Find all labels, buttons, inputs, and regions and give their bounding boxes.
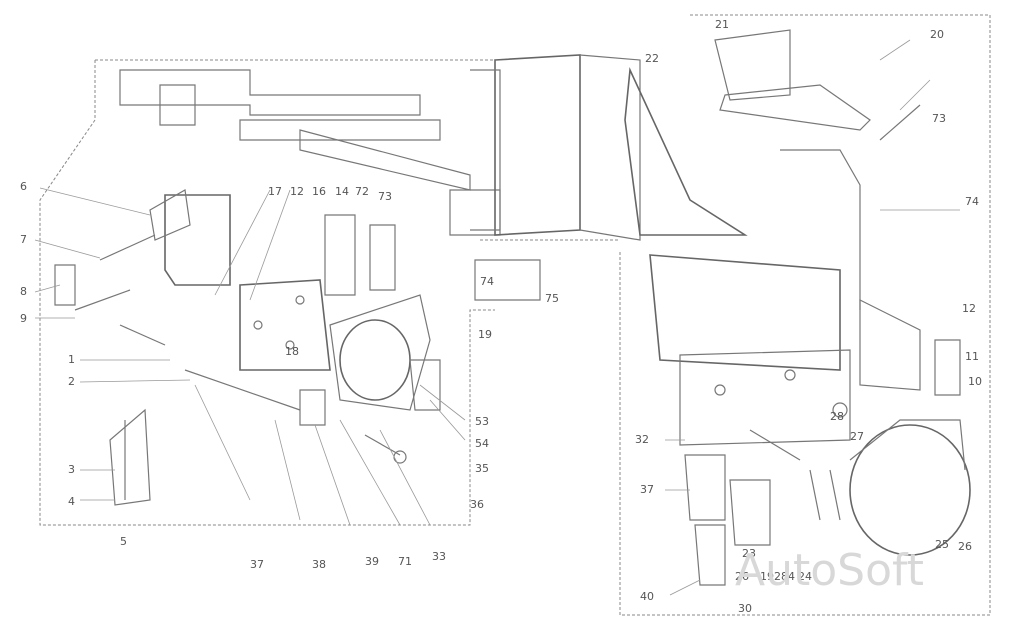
label: 72 xyxy=(355,185,369,198)
label: 25 xyxy=(935,538,949,551)
label: 3 xyxy=(68,463,75,476)
label: 14 xyxy=(335,185,349,198)
label: 19 xyxy=(478,328,492,341)
label: 33 xyxy=(432,550,446,563)
label: 32 xyxy=(635,433,649,446)
label: 73 xyxy=(932,112,946,125)
label: 36 xyxy=(470,498,484,511)
label: 53 xyxy=(475,415,489,428)
leader-lines xyxy=(34,39,960,596)
label: 26 xyxy=(735,570,749,583)
label: 22 xyxy=(645,52,659,65)
label: 75 xyxy=(545,292,559,305)
label: 54 xyxy=(475,437,489,450)
label: 37 xyxy=(250,558,264,571)
label: 73 xyxy=(378,190,392,203)
label: 74 xyxy=(480,275,494,288)
label: 40 xyxy=(640,590,654,603)
label: 11 xyxy=(965,350,979,363)
label: 10 xyxy=(968,375,982,388)
label: 4 xyxy=(68,495,75,508)
label: 2 xyxy=(68,375,75,388)
label: 1 xyxy=(68,353,75,366)
label: 35 xyxy=(475,462,489,475)
label: 37 xyxy=(640,483,654,496)
part-labels: 6 7 8 9 1 2 3 4 5 17 12 16 14 72 73 74 7… xyxy=(20,18,982,615)
label: 71 xyxy=(398,555,412,568)
label: 20 xyxy=(930,28,944,41)
left-assembly xyxy=(39,59,541,526)
label: 9 xyxy=(20,312,27,325)
label: 24 xyxy=(798,570,812,583)
label: 6 xyxy=(20,180,27,193)
watermark-text: AutoSoft xyxy=(735,545,924,596)
label: 16 xyxy=(312,185,326,198)
label: 12 xyxy=(290,185,304,198)
label: 5 xyxy=(120,535,127,548)
label: 12 xyxy=(962,302,976,315)
label: 17 xyxy=(268,185,282,198)
label: 18 xyxy=(285,345,299,358)
label: 26 xyxy=(958,540,972,553)
label: 27 xyxy=(850,430,864,443)
catalog-code: 19284 xyxy=(760,570,795,583)
label: 28 xyxy=(830,410,844,423)
right-assembly xyxy=(619,14,991,616)
label: 30 xyxy=(738,602,752,615)
label: 39 xyxy=(365,555,379,568)
label: 74 xyxy=(965,195,979,208)
label: 38 xyxy=(312,558,326,571)
label: 7 xyxy=(20,233,27,246)
label: 23 xyxy=(742,547,756,560)
label: 8 xyxy=(20,285,27,298)
center-housing xyxy=(470,54,641,241)
label: 21 xyxy=(715,18,729,31)
